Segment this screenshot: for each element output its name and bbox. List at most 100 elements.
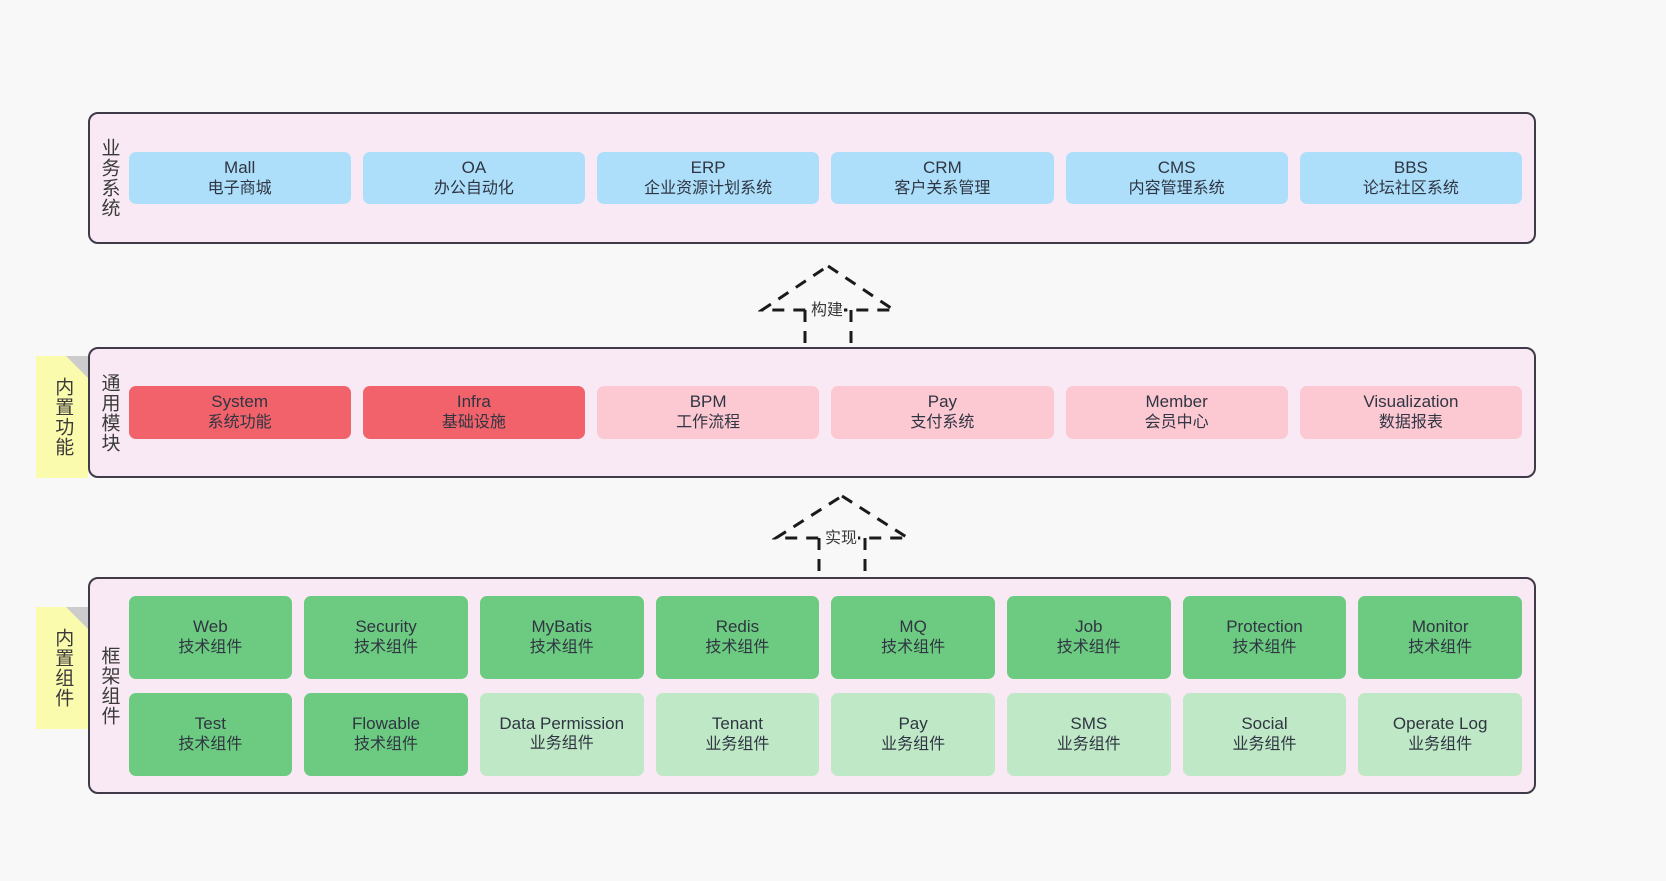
note-builtin-feature: 内置功能 [36, 356, 88, 478]
card-sms[interactable]: SMS 业务组件 [1006, 692, 1171, 776]
card-subtitle: 技术组件 [1232, 638, 1297, 656]
card-subtitle: 基础设施 [441, 414, 506, 432]
note-fold-corner-icon [66, 607, 88, 629]
card-title: Pay [927, 392, 958, 412]
card-job[interactable]: Job 技术组件 [1006, 595, 1171, 679]
note-builtin-feature-label: 内置功能 [52, 377, 74, 457]
card-title: Flowable [352, 713, 421, 733]
card-web[interactable]: Web 技术组件 [128, 595, 293, 679]
card-subtitle: 技术组件 [881, 638, 946, 656]
note-fold-corner-icon [66, 356, 88, 378]
card-row: System 系统功能 Infra 基础设施 BPM 工作流程 Pay 支付系统… [128, 386, 1523, 439]
card-subtitle: 技术组件 [1408, 638, 1473, 656]
layer-framework-component: 框架组件 Web 技术组件 Security 技术组件 MyBatis 技术组件… [88, 577, 1536, 794]
card-title: Mall [224, 157, 256, 177]
note-builtin-component-label: 内置组件 [52, 628, 74, 708]
card-subtitle: 工作流程 [676, 414, 741, 432]
card-title: Protection [1226, 616, 1303, 636]
layer-body-framework-component: Web 技术组件 Security 技术组件 MyBatis 技术组件 Redi… [125, 579, 1534, 792]
card-title: Infra [456, 392, 491, 412]
card-title: Security [355, 616, 417, 636]
card-title: BBS [1393, 157, 1428, 177]
card-member[interactable]: Member 会员中心 [1065, 386, 1288, 439]
card-data-permission[interactable]: Data Permission 业务组件 [479, 692, 644, 776]
card-mall[interactable]: Mall 电子商城 [128, 151, 351, 205]
card-title: Redis [715, 616, 760, 636]
layer-title-framework-component: 框架组件 [98, 645, 120, 726]
card-social[interactable]: Social 业务组件 [1182, 692, 1347, 776]
card-subtitle: 电子商城 [207, 179, 272, 197]
card-oa[interactable]: OA 办公自动化 [362, 151, 586, 205]
card-title: Member [1145, 392, 1208, 412]
card-row: Test 技术组件 Flowable 技术组件 Data Permission … [128, 692, 1523, 776]
card-subtitle: 业务组件 [1056, 735, 1121, 753]
card-bpm[interactable]: BPM 工作流程 [597, 386, 820, 439]
card-subtitle: 业务组件 [1232, 735, 1297, 753]
card-subtitle: 业务组件 [529, 734, 594, 752]
card-pay-component[interactable]: Pay 业务组件 [831, 692, 995, 776]
card-monitor[interactable]: Monitor 技术组件 [1358, 595, 1523, 679]
card-visualization[interactable]: Visualization 数据报表 [1299, 386, 1523, 439]
card-title: Monitor [1411, 616, 1469, 636]
card-tenant[interactable]: Tenant 业务组件 [655, 692, 820, 776]
card-title: BPM [689, 392, 727, 412]
connector-build-label: 构建 [810, 296, 845, 320]
card-title: Data Permission [499, 713, 625, 733]
card-subtitle: 技术组件 [705, 638, 770, 656]
card-subtitle: 技术组件 [1056, 638, 1121, 656]
layer-body-business-system: Mall 电子商城 OA 办公自动化 ERP 企业资源计划系统 CRM 客户关系… [125, 114, 1534, 242]
card-row: Mall 电子商城 OA 办公自动化 ERP 企业资源计划系统 CRM 客户关系… [128, 151, 1523, 205]
card-erp[interactable]: ERP 企业资源计划系统 [597, 151, 820, 205]
card-subtitle: 内容管理系统 [1128, 179, 1225, 197]
card-bbs[interactable]: BBS 论坛社区系统 [1299, 151, 1523, 205]
layer-body-common-module: System 系统功能 Infra 基础设施 BPM 工作流程 Pay 支付系统… [125, 349, 1534, 476]
card-title: MQ [899, 616, 927, 636]
build-arrow-icon [758, 264, 898, 348]
card-subtitle: 技术组件 [354, 638, 419, 656]
card-test[interactable]: Test 技术组件 [128, 692, 293, 776]
layer-business-system: 业务系统 Mall 电子商城 OA 办公自动化 ERP 企业资源计划系统 CRM… [88, 112, 1536, 244]
card-subtitle: 论坛社区系统 [1362, 179, 1459, 197]
card-title: MyBatis [531, 616, 592, 636]
card-title: Job [1075, 616, 1103, 636]
card-operate-log[interactable]: Operate Log 业务组件 [1358, 692, 1523, 776]
card-subtitle: 技术组件 [529, 638, 594, 656]
card-title: ERP [690, 157, 726, 177]
card-crm[interactable]: CRM 客户关系管理 [831, 151, 1054, 205]
card-subtitle: 数据报表 [1378, 414, 1443, 432]
card-protection[interactable]: Protection 技术组件 [1182, 595, 1347, 679]
card-cms[interactable]: CMS 内容管理系统 [1065, 151, 1288, 205]
card-pay-module[interactable]: Pay 支付系统 [831, 386, 1054, 439]
card-title: Operate Log [1392, 713, 1488, 733]
card-title: OA [461, 157, 487, 177]
layer-title-business-system: 业务系统 [98, 138, 120, 218]
card-mq[interactable]: MQ 技术组件 [831, 595, 995, 679]
card-subtitle: 业务组件 [1408, 735, 1473, 753]
card-subtitle: 企业资源计划系统 [644, 179, 773, 197]
card-subtitle: 业务组件 [881, 735, 946, 753]
card-subtitle: 会员中心 [1144, 414, 1209, 432]
connector-implement: 实现 [772, 492, 912, 572]
card-mybatis[interactable]: MyBatis 技术组件 [479, 595, 644, 679]
card-title: Tenant [711, 713, 763, 733]
card-title: SMS [1070, 713, 1108, 733]
layer-common-module: 通用模块 System 系统功能 Infra 基础设施 BPM 工作流程 Pay… [88, 347, 1536, 478]
card-subtitle: 技术组件 [354, 735, 419, 753]
card-infra[interactable]: Infra 基础设施 [362, 386, 586, 439]
card-subtitle: 技术组件 [178, 638, 243, 656]
card-title: Web [193, 616, 228, 636]
card-title: System [211, 392, 268, 412]
card-title: CRM [923, 157, 962, 177]
card-subtitle: 业务组件 [705, 735, 770, 753]
connector-implement-label: 实现 [824, 524, 859, 548]
card-security[interactable]: Security 技术组件 [304, 595, 468, 679]
card-system[interactable]: System 系统功能 [128, 386, 351, 439]
card-subtitle: 客户关系管理 [894, 179, 991, 197]
card-flowable[interactable]: Flowable 技术组件 [304, 692, 468, 776]
card-title: CMS [1157, 157, 1196, 177]
card-redis[interactable]: Redis 技术组件 [655, 595, 820, 679]
implement-arrow-icon [772, 494, 912, 572]
card-subtitle: 办公自动化 [433, 179, 514, 197]
card-subtitle: 系统功能 [207, 414, 272, 432]
